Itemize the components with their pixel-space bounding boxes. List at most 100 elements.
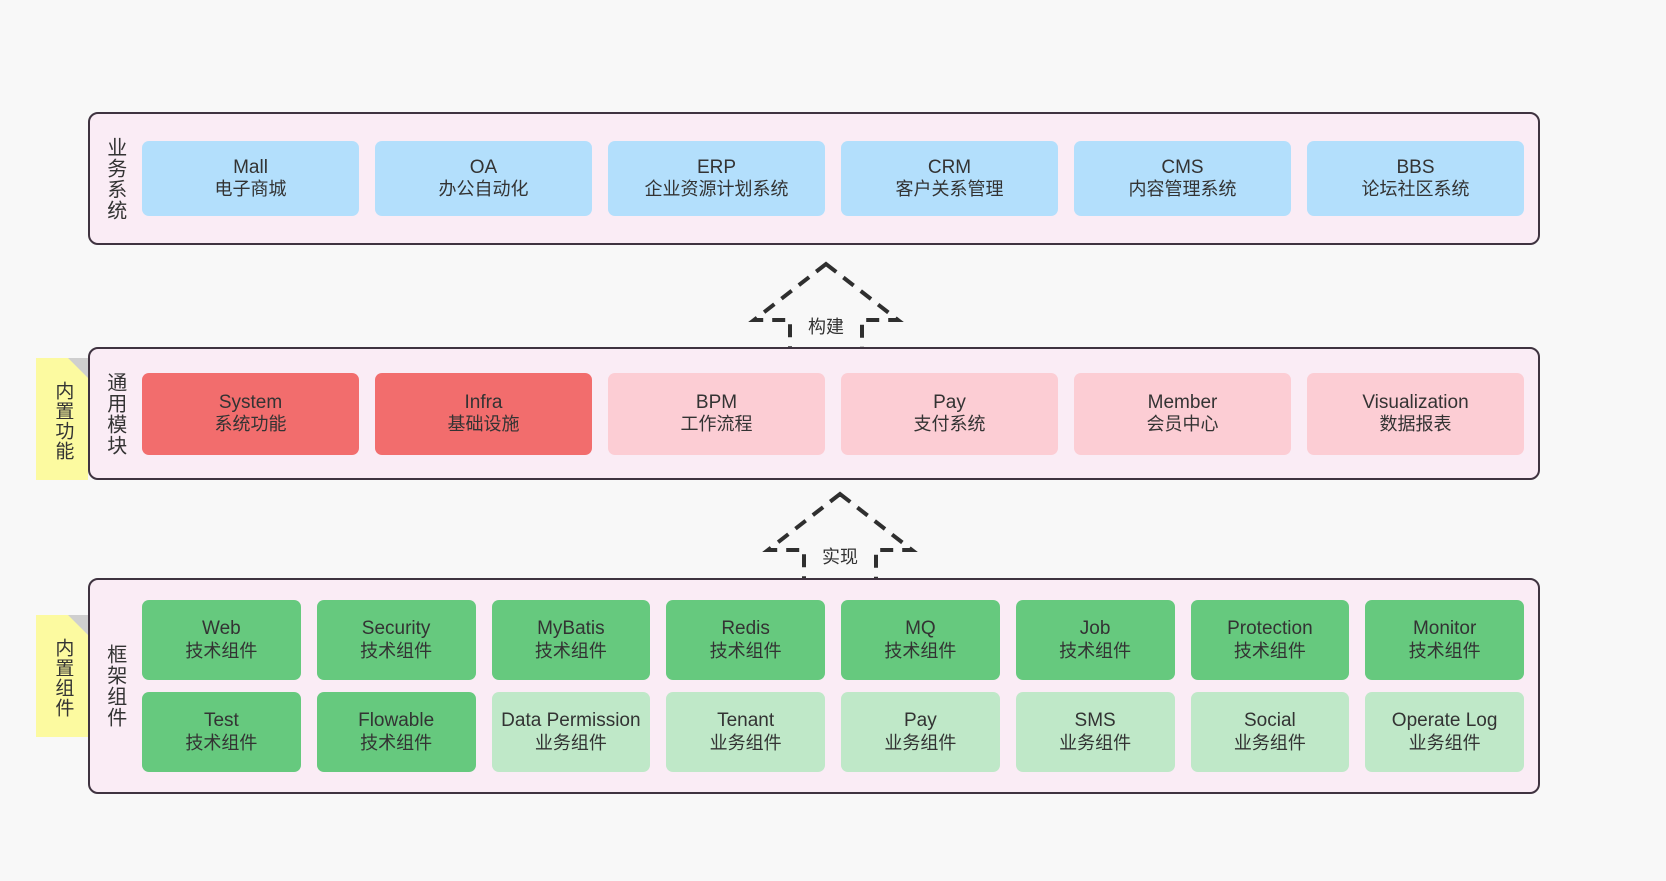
card-member-desc: 会员中心	[1146, 414, 1219, 435]
card-crm-desc: 客户关系管理	[895, 179, 1004, 200]
card-mq-name: MQ	[905, 618, 936, 640]
card-oa-desc: 办公自动化	[438, 179, 529, 200]
card-pay-component-desc: 业务组件	[884, 732, 957, 753]
card-member[interactable]: Member 会员中心	[1074, 372, 1291, 455]
card-job-name: Job	[1079, 618, 1111, 640]
card-protection[interactable]: Protection 技术组件	[1190, 600, 1350, 680]
card-mall-desc: 电子商城	[214, 179, 287, 200]
note-fold-corner-icon	[68, 615, 88, 635]
connector-realize-arrow: 实现	[760, 488, 920, 583]
card-social[interactable]: Social 业务组件	[1190, 692, 1350, 772]
note-fold-corner-icon	[68, 358, 88, 378]
card-bbs-desc: 论坛社区系统	[1361, 179, 1470, 200]
card-system-name: System	[218, 391, 283, 413]
layer-modules-cards: System 系统功能 Infra 基础设施 BPM 工作流程 Pay 支付系统…	[138, 349, 1538, 478]
card-cms[interactable]: CMS 内容管理系统	[1074, 141, 1291, 216]
card-pay-component[interactable]: Pay 业务组件	[841, 692, 1000, 772]
card-mybatis-name: MyBatis	[537, 618, 605, 640]
card-monitor[interactable]: Monitor 技术组件	[1365, 600, 1524, 680]
card-infra[interactable]: Infra 基础设施	[375, 372, 592, 455]
card-test-desc: 技术组件	[185, 732, 258, 753]
card-mybatis-desc: 技术组件	[534, 640, 607, 661]
layer-modules-title: 通用模块	[103, 371, 126, 456]
card-oa[interactable]: OA 办公自动化	[375, 141, 592, 216]
card-system[interactable]: System 系统功能	[142, 372, 359, 455]
card-member-name: Member	[1147, 391, 1218, 413]
card-mq[interactable]: MQ 技术组件	[841, 600, 1000, 680]
card-erp-desc: 企业资源计划系统	[644, 179, 789, 200]
card-visualization-desc: 数据报表	[1379, 414, 1452, 435]
note-built-in-functions-label: 内置功能	[52, 381, 74, 461]
card-tenant-desc: 业务组件	[709, 732, 782, 753]
card-bpm-name: BPM	[695, 391, 738, 413]
card-web[interactable]: Web 技术组件	[142, 600, 301, 680]
card-data-permission[interactable]: Data Permission 业务组件	[491, 692, 651, 772]
card-bpm-desc: 工作流程	[680, 414, 753, 435]
card-mybatis[interactable]: MyBatis 技术组件	[491, 600, 651, 680]
card-erp-name: ERP	[696, 156, 737, 178]
layer-framework-cards: Web 技术组件 Security 技术组件 MyBatis 技术组件 Redi…	[138, 580, 1538, 792]
card-operate-log-desc: 业务组件	[1408, 732, 1481, 753]
card-web-name: Web	[202, 618, 241, 640]
card-sms-name: SMS	[1074, 710, 1116, 732]
card-pay-component-name: Pay	[904, 710, 937, 732]
build-arrow-outline	[748, 261, 904, 352]
layer-business-cards: Mall 电子商城 OA 办公自动化 ERP 企业资源计划系统 CRM 客户关系…	[138, 114, 1538, 243]
card-flowable-desc: 技术组件	[360, 732, 433, 753]
card-test-name: Test	[203, 710, 239, 732]
layer-business-systems: 业务系统 Mall 电子商城 OA 办公自动化 ERP 企业资源计划系统 CRM…	[88, 112, 1540, 245]
card-sms[interactable]: SMS 业务组件	[1015, 692, 1175, 772]
card-cms-name: CMS	[1161, 156, 1204, 178]
card-job-desc: 技术组件	[1059, 640, 1132, 661]
card-bpm[interactable]: BPM 工作流程	[608, 372, 825, 455]
card-erp[interactable]: ERP 企业资源计划系统	[608, 141, 825, 216]
card-social-name: Social	[1244, 710, 1296, 732]
card-crm[interactable]: CRM 客户关系管理	[841, 141, 1058, 216]
card-monitor-name: Monitor	[1412, 618, 1477, 640]
card-pay-module-name: Pay	[933, 391, 966, 413]
note-built-in-components: 内置组件	[36, 615, 88, 737]
card-job[interactable]: Job 技术组件	[1015, 600, 1175, 680]
card-sms-desc: 业务组件	[1059, 732, 1132, 753]
card-flowable-name: Flowable	[358, 710, 435, 732]
card-security-desc: 技术组件	[360, 640, 433, 661]
framework-row-business: Test 技术组件 Flowable 技术组件 Data Permission …	[142, 692, 1524, 772]
note-built-in-functions: 内置功能	[36, 358, 88, 480]
note-built-in-components-label: 内置组件	[52, 638, 74, 718]
card-visualization-name: Visualization	[1362, 391, 1469, 413]
card-bbs[interactable]: BBS 论坛社区系统	[1307, 141, 1524, 216]
card-system-desc: 系统功能	[214, 414, 287, 435]
card-infra-desc: 基础设施	[447, 414, 520, 435]
card-social-desc: 业务组件	[1233, 732, 1306, 753]
card-mall-name: Mall	[233, 156, 268, 178]
card-pay-module-desc: 支付系统	[913, 414, 986, 435]
card-visualization[interactable]: Visualization 数据报表	[1307, 372, 1524, 455]
card-security-name: Security	[361, 618, 431, 640]
card-infra-name: Infra	[464, 391, 503, 413]
framework-row-technical: Web 技术组件 Security 技术组件 MyBatis 技术组件 Redi…	[142, 600, 1524, 680]
card-tenant[interactable]: Tenant 业务组件	[666, 692, 825, 772]
card-mq-desc: 技术组件	[884, 640, 957, 661]
card-test[interactable]: Test 技术组件	[142, 692, 301, 772]
card-flowable[interactable]: Flowable 技术组件	[316, 692, 476, 772]
card-oa-name: OA	[469, 156, 498, 178]
card-web-desc: 技术组件	[185, 640, 258, 661]
realize-arrow-outline	[762, 491, 918, 582]
card-redis-name: Redis	[721, 618, 770, 640]
connector-build-arrow: 构建	[746, 258, 906, 353]
card-pay-module[interactable]: Pay 支付系统	[841, 372, 1058, 455]
card-operate-log[interactable]: Operate Log 业务组件	[1365, 692, 1524, 772]
card-redis[interactable]: Redis 技术组件	[666, 600, 825, 680]
card-monitor-desc: 技术组件	[1408, 640, 1481, 661]
card-data-permission-desc: 业务组件	[534, 732, 607, 753]
card-tenant-name: Tenant	[717, 710, 775, 732]
card-cms-desc: 内容管理系统	[1128, 179, 1237, 200]
layer-framework-components: 框架组件 Web 技术组件 Security 技术组件 MyBatis 技术组件…	[88, 578, 1540, 794]
card-crm-name: CRM	[927, 156, 972, 178]
card-redis-desc: 技术组件	[709, 640, 782, 661]
card-security[interactable]: Security 技术组件	[316, 600, 476, 680]
layer-common-modules: 通用模块 System 系统功能 Infra 基础设施 BPM 工作流程 Pay…	[88, 347, 1540, 480]
card-mall[interactable]: Mall 电子商城	[142, 141, 359, 216]
layer-business-title: 业务系统	[103, 136, 126, 221]
